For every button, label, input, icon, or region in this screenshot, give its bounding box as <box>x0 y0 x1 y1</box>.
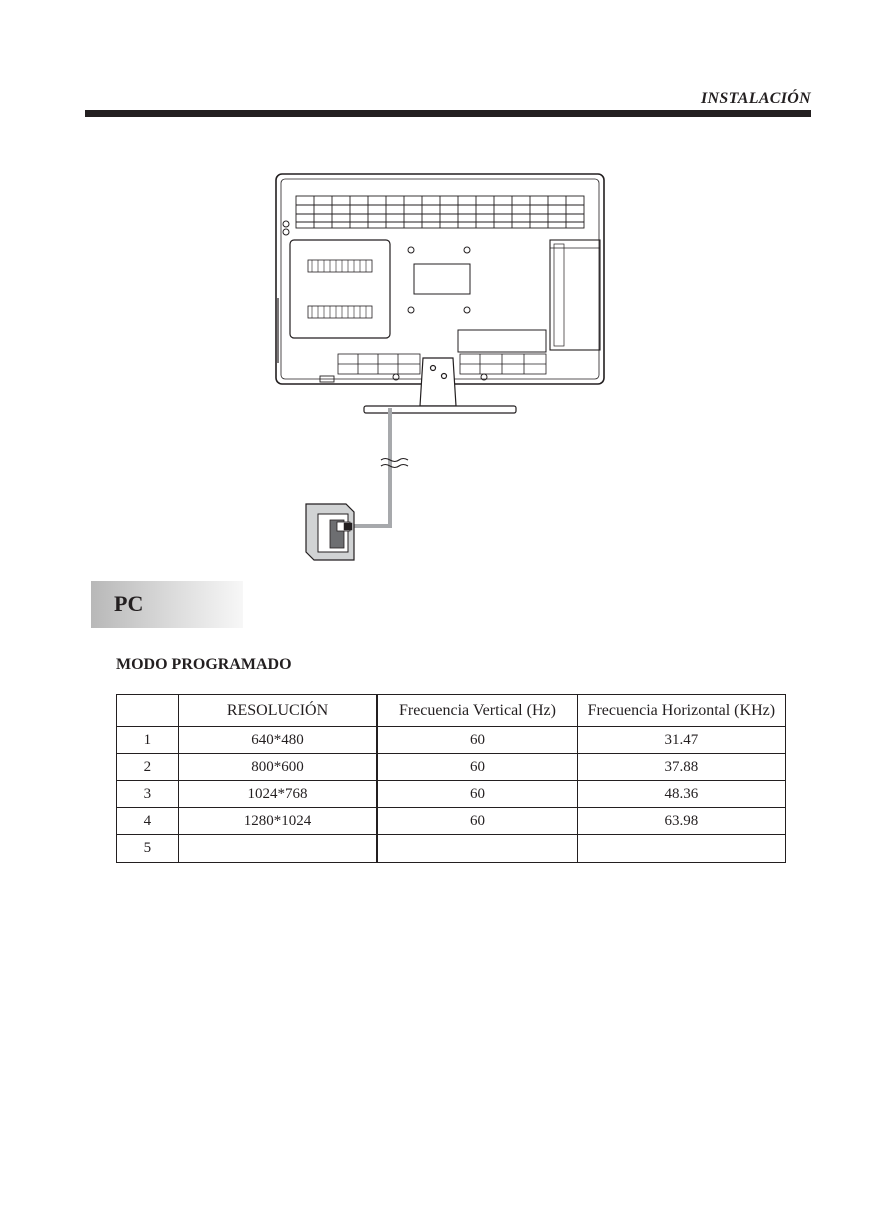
column-header-index <box>117 695 179 727</box>
table-cell <box>178 835 377 863</box>
cable-break-mark <box>381 459 408 468</box>
table-row: 1 640*480 60 31.47 <box>117 727 786 754</box>
table-cell: 640*480 <box>178 727 377 754</box>
table-cell: 1 <box>117 727 179 754</box>
table-header-row: RESOLUCIÓN Frecuencia Vertical (Hz) Frec… <box>117 695 786 727</box>
table-cell: 60 <box>377 754 577 781</box>
table-cell: 31.47 <box>577 727 785 754</box>
table-cell: 4 <box>117 808 179 835</box>
table-cell: 2 <box>117 754 179 781</box>
table-row: 4 1280*1024 60 63.98 <box>117 808 786 835</box>
pc-title: PC <box>114 591 143 617</box>
pc-section-header: PC <box>91 581 243 628</box>
table-cell: 3 <box>117 781 179 808</box>
table-cell <box>577 835 785 863</box>
table-cell: 60 <box>377 808 577 835</box>
wall-outlet <box>306 504 354 560</box>
table-row: 3 1024*768 60 48.36 <box>117 781 786 808</box>
table-cell: 37.88 <box>577 754 785 781</box>
tv-back-power-connection-diagram <box>268 168 613 568</box>
section-title: INSTALACIÓN <box>701 90 811 108</box>
pc-resolution-table: RESOLUCIÓN Frecuencia Vertical (Hz) Frec… <box>116 694 786 863</box>
table-row: 5 <box>117 835 786 863</box>
table-cell: 60 <box>377 727 577 754</box>
header-rule <box>85 110 811 117</box>
table-cell: 63.98 <box>577 808 785 835</box>
table-cell <box>377 835 577 863</box>
table-cell: 48.36 <box>577 781 785 808</box>
table-cell: 5 <box>117 835 179 863</box>
table-cell: 800*600 <box>178 754 377 781</box>
table-cell: 1024*768 <box>178 781 377 808</box>
column-header-resolution: RESOLUCIÓN <box>178 695 377 727</box>
power-cable <box>354 408 390 526</box>
table-row: 2 800*600 60 37.88 <box>117 754 786 781</box>
table-cell: 60 <box>377 781 577 808</box>
column-header-vertical-frequency: Frecuencia Vertical (Hz) <box>377 695 577 727</box>
table-cell: 1280*1024 <box>178 808 377 835</box>
column-header-horizontal-frequency: Frecuencia Horizontal (KHz) <box>577 695 785 727</box>
preset-mode-heading: MODO PROGRAMADO <box>116 656 292 674</box>
